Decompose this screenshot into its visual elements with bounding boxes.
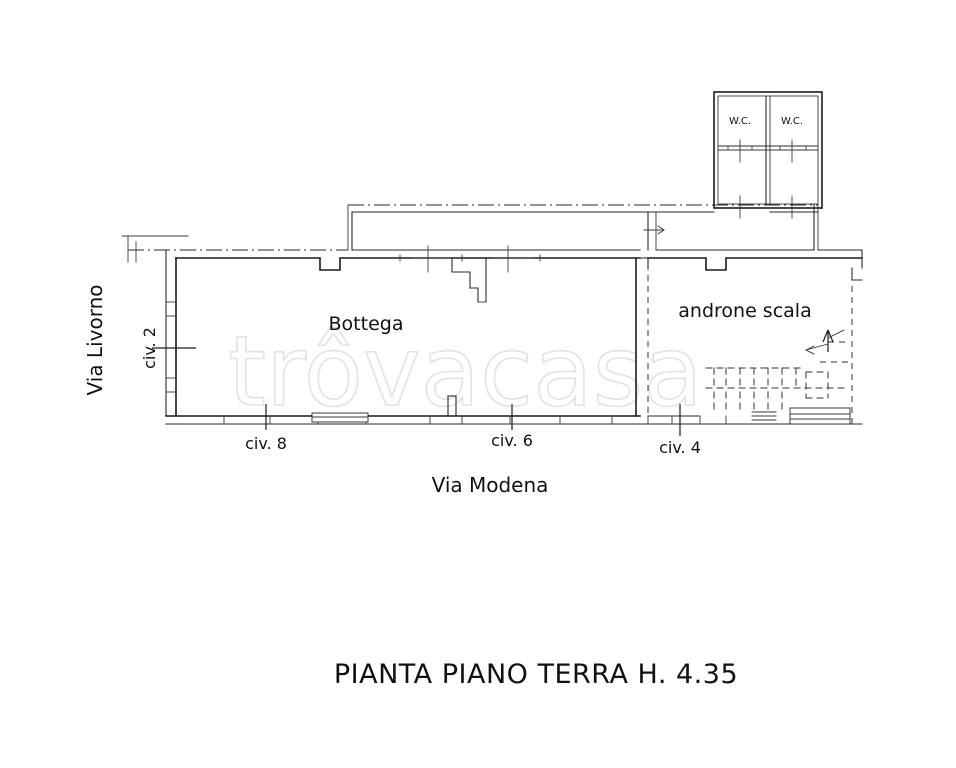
civic-label-civ-6: civ. 6 xyxy=(491,431,533,450)
room-label-bottega: Bottega xyxy=(329,313,404,335)
top-boundary-left xyxy=(121,235,348,263)
civic-label-civ-2: civ. 2 xyxy=(140,327,159,369)
room-label-androne-scala: androne scala xyxy=(678,300,811,322)
main-building-outline xyxy=(152,249,863,425)
androne-boundary xyxy=(647,249,863,424)
room-label-wc-right: W.C. xyxy=(781,116,803,127)
street-label-via-livorno: Via Livorno xyxy=(83,285,107,396)
top-wall-notch xyxy=(399,245,541,303)
wc-block: W.C. W.C. xyxy=(713,91,823,251)
watermark-text: trôvacasa xyxy=(228,315,703,428)
street-label-via-modena: Via Modena xyxy=(432,473,549,497)
civic-label-civ-4: civ. 4 xyxy=(659,438,701,457)
upper-corridor xyxy=(347,204,819,251)
page-title: PIANTA PIANO TERRA H. 4.35 xyxy=(334,659,738,690)
civic-label-civ-8: civ. 8 xyxy=(245,434,287,453)
stair-symbol xyxy=(705,329,848,411)
room-label-wc-left: W.C. xyxy=(729,116,751,127)
watermark: trôvacasa xyxy=(227,314,703,429)
